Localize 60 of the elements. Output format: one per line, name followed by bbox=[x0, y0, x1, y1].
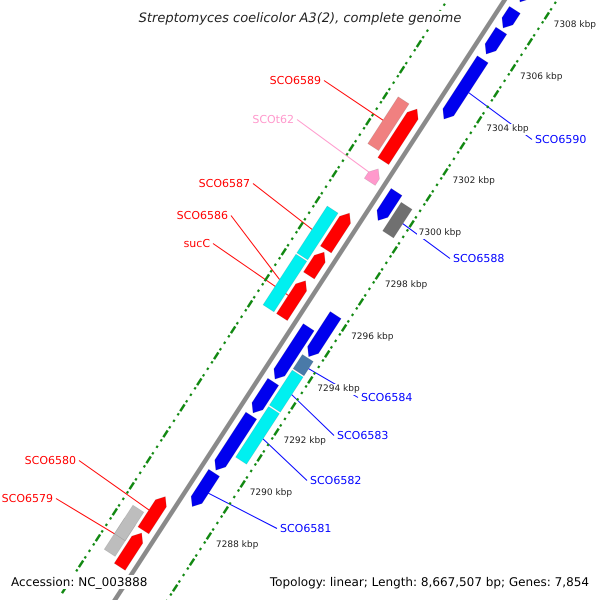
scale-label: 7292 kbp bbox=[281, 436, 328, 447]
gene-feature bbox=[364, 168, 380, 186]
gene-block bbox=[367, 96, 410, 152]
leader-line bbox=[402, 223, 450, 259]
gene-block bbox=[292, 354, 314, 376]
scale-label: 7294 kbp bbox=[315, 384, 362, 395]
gene-block bbox=[235, 406, 280, 465]
gene-feature bbox=[214, 412, 258, 471]
gene-label: SCO6580 bbox=[22, 454, 78, 467]
leader-line bbox=[208, 492, 278, 529]
leader-line bbox=[78, 460, 150, 510]
gene-feature bbox=[484, 26, 508, 54]
gene-label: SCO6586 bbox=[174, 209, 230, 222]
leader-line bbox=[56, 498, 115, 534]
leader-line bbox=[296, 119, 370, 172]
gene-label: SCO6583 bbox=[335, 429, 390, 442]
gene-block bbox=[296, 206, 339, 260]
gene-feature bbox=[303, 252, 326, 280]
gene-feature bbox=[138, 496, 167, 534]
gene-label: SCO6588 bbox=[451, 252, 506, 265]
gene-label: SCO6582 bbox=[308, 474, 364, 487]
title: Streptomyces coelicolor A3(2), complete genome bbox=[136, 11, 464, 26]
gene-feature bbox=[252, 378, 280, 414]
gene-block bbox=[382, 202, 413, 238]
leader-line bbox=[262, 438, 308, 481]
gene-feature bbox=[320, 212, 351, 254]
gene-label: SCO6579 bbox=[0, 492, 55, 505]
scale-label: 7300 kbp bbox=[416, 228, 464, 239]
gene-block bbox=[269, 370, 304, 413]
gene-feature bbox=[274, 323, 315, 380]
gene-feature bbox=[442, 55, 489, 120]
scale-label: 7290 kbp bbox=[248, 488, 294, 499]
gene-label: SCO6590 bbox=[533, 133, 588, 146]
gene-label: SCO6589 bbox=[268, 74, 323, 87]
scale-label: 7298 kbp bbox=[382, 280, 430, 291]
scale-label: 7306 kbp bbox=[518, 72, 564, 83]
leader-line bbox=[230, 215, 280, 280]
gene-feature bbox=[377, 108, 418, 165]
gene-feature bbox=[502, 6, 521, 28]
gene-feature bbox=[376, 188, 402, 221]
gene-label: SCO6581 bbox=[278, 522, 334, 535]
scale-label: 7302 kbp bbox=[450, 176, 497, 187]
footer-text: Accession: NC_003888 bbox=[9, 575, 150, 589]
leader-line bbox=[291, 394, 334, 436]
gene-label: SCOt62 bbox=[250, 113, 296, 126]
leader-line bbox=[252, 183, 313, 230]
gene-feature bbox=[190, 468, 220, 508]
leader-line bbox=[212, 243, 289, 296]
scale-label: 7304 kbp bbox=[484, 124, 531, 135]
scale-label: 7296 kbp bbox=[349, 332, 396, 343]
scale-label: 7308 kbp bbox=[552, 20, 598, 31]
gene-label: sucC bbox=[182, 237, 212, 250]
gene-label: SCO6584 bbox=[359, 391, 414, 404]
scale-label: 7288 kbp bbox=[214, 540, 260, 551]
leader-line bbox=[324, 80, 384, 121]
gene-feature bbox=[307, 311, 342, 358]
gene-label: SCO6587 bbox=[196, 177, 252, 190]
gene-feature bbox=[276, 280, 307, 322]
footer-text: Topology: linear; Length: 8,667,507 bp; Genes: 7,854 bbox=[268, 575, 591, 589]
gene-block bbox=[262, 254, 308, 312]
